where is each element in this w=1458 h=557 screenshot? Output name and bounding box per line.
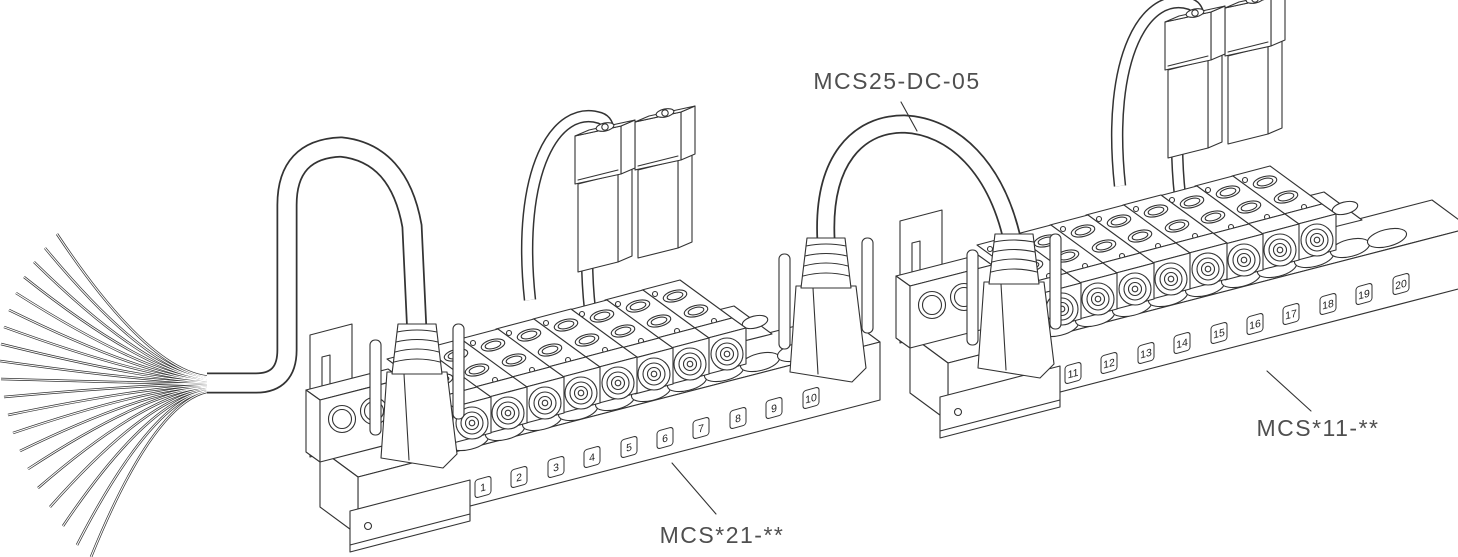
station-numbers-right: 11 12 13 14 15 16 17 18 19 20 <box>1068 278 1407 382</box>
station-number: 19 <box>1358 288 1370 303</box>
station-number: 10 <box>805 392 817 407</box>
station-number: 12 <box>1103 357 1115 372</box>
station-number: 18 <box>1322 298 1334 313</box>
cable-label-leader <box>900 101 918 132</box>
station-number: 16 <box>1249 318 1261 333</box>
station-number: 2 <box>516 471 522 484</box>
station-number: 13 <box>1140 347 1152 362</box>
link-cable <box>816 114 1024 250</box>
station-number: 5 <box>626 441 632 454</box>
right-manifold-model-label: MCS*11-** <box>1257 415 1380 441</box>
station-number: 1 <box>480 481 486 494</box>
station-numbers-left: 1 2 3 4 5 6 7 8 9 10 <box>480 392 817 495</box>
station-number: 4 <box>589 451 595 464</box>
station-number: 7 <box>698 422 704 435</box>
station-number: 3 <box>553 461 559 474</box>
multi-wire-cable <box>207 136 428 394</box>
left-manifold-model-label: MCS*21-** <box>660 522 785 548</box>
left-manifold-label-leader <box>671 462 717 515</box>
station-number: 11 <box>1068 367 1079 382</box>
station-number: 20 <box>1395 278 1407 293</box>
right-manifold <box>896 0 1458 438</box>
station-number: 6 <box>662 432 668 445</box>
right-manifold-label-leader <box>1266 370 1312 412</box>
station-number: 17 <box>1285 308 1297 323</box>
station-number: 14 <box>1176 337 1188 352</box>
station-number: 15 <box>1213 327 1225 342</box>
station-number: 8 <box>735 412 741 425</box>
cable-model-label: MCS25-DC-05 <box>813 68 980 94</box>
station-number: 9 <box>771 402 777 415</box>
wire-fan <box>0 232 214 557</box>
d-sub-connector-left-manifold-out <box>778 237 874 383</box>
